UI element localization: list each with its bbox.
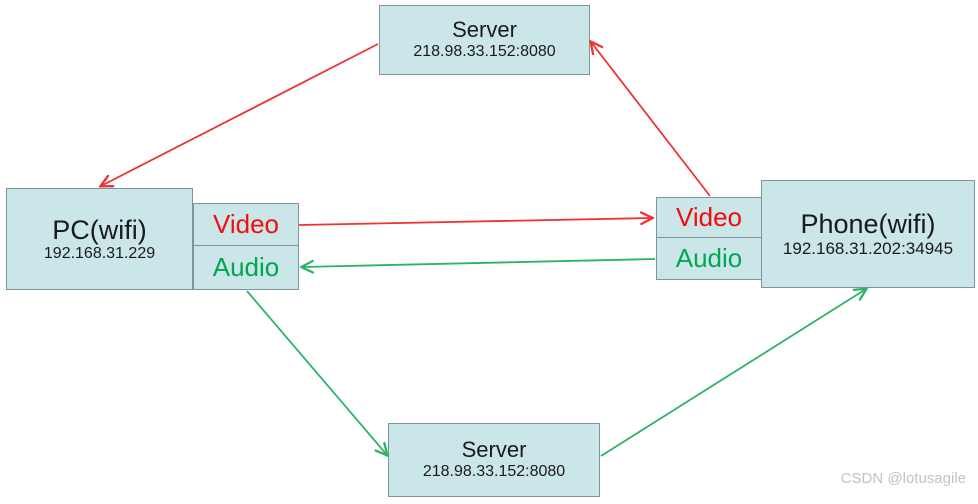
server-top-address: 218.98.33.152:8080 bbox=[413, 43, 556, 61]
edge-video-pc_video-to-phone_video bbox=[298, 218, 652, 226]
pc-address: 192.168.31.229 bbox=[43, 244, 156, 262]
pc-video-label: Video bbox=[212, 209, 280, 239]
node-server-bottom: Server 218.98.33.152:8080 bbox=[388, 423, 600, 497]
edge-video-phone_video-to-server_top bbox=[591, 42, 711, 197]
edge-video-server_top-to-pc bbox=[101, 43, 379, 186]
phone-address: 192.168.31.202:34945 bbox=[782, 239, 954, 259]
pc-audio-label: Audio bbox=[212, 251, 280, 282]
phone-video-label: Video bbox=[675, 202, 743, 232]
pc-title: PC(wifi) bbox=[52, 214, 147, 245]
edge-audio-pc_audio-to-server_bottom bbox=[246, 290, 387, 455]
node-pc: PC(wifi) 192.168.31.229 bbox=[6, 188, 193, 290]
edge-audio-server_bottom-to-phone bbox=[600, 289, 866, 457]
phone-audio-port: Audio bbox=[656, 236, 762, 280]
server-bottom-address: 218.98.33.152:8080 bbox=[422, 463, 566, 481]
server-top-title: Server bbox=[452, 17, 517, 43]
watermark: CSDN @lotusagile bbox=[840, 470, 966, 487]
node-server-top: Server 218.98.33.152:8080 bbox=[379, 5, 590, 75]
pc-audio-port: Audio bbox=[193, 244, 299, 290]
phone-audio-label: Audio bbox=[675, 242, 743, 273]
server-bottom-title: Server bbox=[461, 437, 527, 463]
node-phone: Phone(wifi) 192.168.31.202:34945 bbox=[761, 180, 975, 288]
phone-title: Phone(wifi) bbox=[800, 209, 936, 240]
pc-video-port: Video bbox=[193, 203, 299, 246]
edge-audio-phone_audio-to-pc_audio bbox=[302, 258, 656, 267]
phone-video-port: Video bbox=[656, 197, 762, 238]
